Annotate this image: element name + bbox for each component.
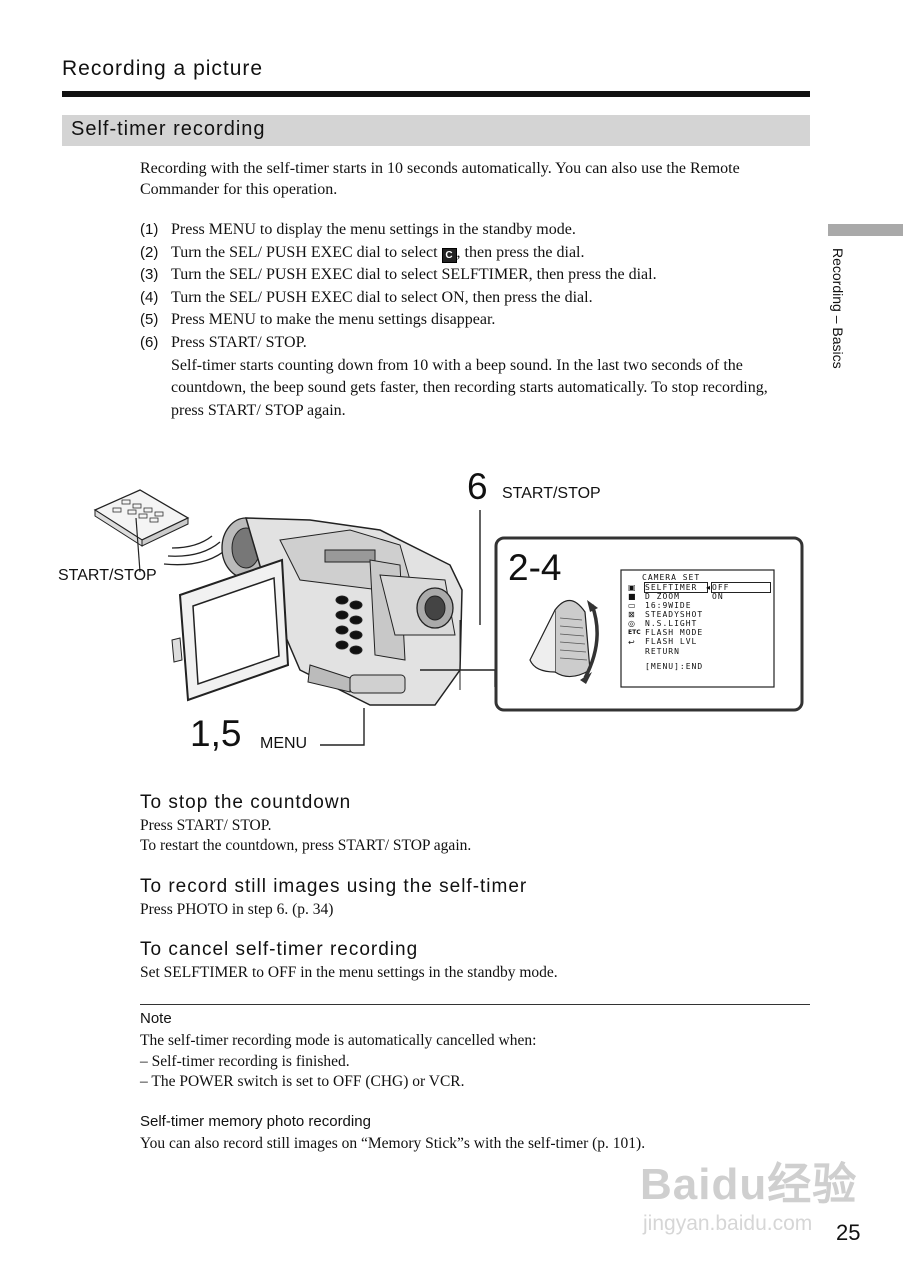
side-section-label: Recording – Basics <box>830 248 846 369</box>
step-item: (4) Turn the SEL/ PUSH EXEC dial to sele… <box>140 287 800 310</box>
menu-pointer-icon: ◂ <box>706 583 711 592</box>
still-images-text: Press PHOTO in step 6. (p. 34) <box>140 900 810 920</box>
step-number: (2) <box>140 243 159 261</box>
stop-countdown-text: Press START/ STOP. To restart the countd… <box>140 816 810 856</box>
memory-photo-text: You can also record still images on “Mem… <box>140 1135 646 1152</box>
note-text: The self-timer recording mode is automat… <box>140 1031 810 1093</box>
callout-menu-label: MENU <box>260 735 308 752</box>
body-line: Press START/ STOP. <box>140 817 272 834</box>
heading-cancel-selftimer: To cancel self-timer recording <box>140 939 419 960</box>
body-line: Press PHOTO in step 6. (p. 34) <box>140 901 334 918</box>
step-item: (6) Press START/ STOP. <box>140 332 800 355</box>
body-line: – The POWER switch is set to OFF (CHG) o… <box>140 1073 465 1090</box>
step-text: Press MENU to make the menu settings dis… <box>171 311 496 329</box>
setup-menu-icon: ◎ <box>628 619 635 629</box>
section-title: Self-timer recording <box>71 118 266 140</box>
step-item: (2) Turn the SEL/ PUSH EXEC dial to sele… <box>140 242 800 265</box>
menu-title: CAMERA SET <box>642 573 701 582</box>
menu-footer: [MENU]:END <box>645 662 704 671</box>
body-line: – Self-timer recording is finished. <box>140 1052 350 1070</box>
step-item: (1) Press MENU to display the menu setti… <box>140 219 800 242</box>
body-line: Set SELFTIMER to OFF in the menu setting… <box>140 964 558 981</box>
step-number: (3) <box>140 266 159 284</box>
camera-set-icon: C <box>441 247 457 263</box>
baidu-watermark: Baidu经验 <box>640 1160 858 1209</box>
step-number: (1) <box>140 221 159 238</box>
step-text: Press MENU to display the menu settings … <box>171 221 576 238</box>
step-text: Turn the SEL/ PUSH EXEC dial to select O… <box>171 288 593 306</box>
lcd-screen <box>171 558 290 702</box>
step-item: (3) Turn the SEL/ PUSH EXEC dial to sele… <box>140 264 800 287</box>
menu-item: D ZOOM <box>645 592 680 601</box>
note-divider <box>140 1004 810 1005</box>
body-line: The self-timer recording mode is automat… <box>140 1032 537 1049</box>
menu-item: FLASH MODE <box>645 628 704 638</box>
menu-item: RETURN <box>645 646 680 656</box>
page-number: 25 <box>836 1220 861 1245</box>
menu-item-selftimer: SELFTIMER <box>644 582 708 593</box>
step-text: Turn the SEL/ PUSH EXEC dial to select C… <box>171 242 800 265</box>
etc-menu-icon: ETC <box>628 629 641 637</box>
intro-paragraph: Recording with the self-timer starts in … <box>140 160 740 198</box>
step-text-part: , then press the dial. <box>456 243 585 261</box>
sel-push-exec-dial-icon <box>529 599 599 684</box>
remote-commander-icon <box>93 489 229 573</box>
menu-option-on: ON <box>712 592 724 601</box>
camera-set-menu-icon: ■ <box>628 592 636 602</box>
camcorder-illustration <box>93 489 804 746</box>
camera-menu-icon: ▣ <box>628 583 636 592</box>
menu-item: N.S.LIGHT <box>645 619 698 629</box>
heading-stop-countdown: To stop the countdown <box>140 792 352 813</box>
lcd-menu-icon: ▭ <box>628 601 636 611</box>
side-tab-marker <box>828 224 903 236</box>
menu-item: 16:9WIDE <box>645 601 692 611</box>
remote-start-stop-label: START/STOP <box>58 567 157 584</box>
step-text: Press START/ STOP. <box>171 333 307 351</box>
cancel-selftimer-text: Set SELFTIMER to OFF in the menu setting… <box>140 963 810 983</box>
callout-step-2-4-label: 2-4 <box>508 547 562 588</box>
tape-menu-icon: ⊠ <box>628 610 635 620</box>
step-text-part: Turn the SEL/ PUSH EXEC dial to select <box>171 243 442 261</box>
step-item: (5) Press MENU to make the menu settings… <box>140 309 800 332</box>
step-number: (5) <box>140 311 159 329</box>
body-line: To restart the countdown, press START/ S… <box>140 837 472 854</box>
callout-step-6-number: 6 <box>467 466 488 507</box>
menu-callout-box <box>494 536 804 712</box>
callout-start-stop-label: START/STOP <box>502 485 601 502</box>
section-title-bar <box>62 115 810 146</box>
callout-step-1-5-number: 1,5 <box>190 713 242 754</box>
memory-photo-heading: Self-timer memory photo recording <box>140 1113 371 1130</box>
step-6-detail: Self-timer starts counting down from 10 … <box>171 356 768 419</box>
menu-option-off: OFF <box>711 582 771 593</box>
menu-item: STEADYSHOT <box>645 610 704 620</box>
menu-item: FLASH LVL <box>645 637 698 647</box>
page-header-title: Recording a picture <box>62 57 264 80</box>
steps-list: (1) Press MENU to display the menu setti… <box>140 219 800 422</box>
baidu-watermark-url: jingyan.baidu.com <box>643 1212 813 1235</box>
heading-still-images: To record still images using the self-ti… <box>140 876 528 897</box>
camcorder-body <box>221 517 463 706</box>
step-number: (4) <box>140 288 159 306</box>
note-heading: Note <box>140 1010 172 1027</box>
step-number: (6) <box>140 333 159 351</box>
return-menu-icon: ↩ <box>628 637 635 647</box>
step-text: Turn the SEL/ PUSH EXEC dial to select S… <box>171 266 657 284</box>
menu-icon-column: ▣ ■ ▭ ⊠ ◎ ETC ↩ <box>628 583 641 647</box>
menu-items-list: D ZOOM 16:9WIDE STEADYSHOT N.S.LIGHT FLA… <box>645 592 703 656</box>
header-rule <box>62 91 810 97</box>
